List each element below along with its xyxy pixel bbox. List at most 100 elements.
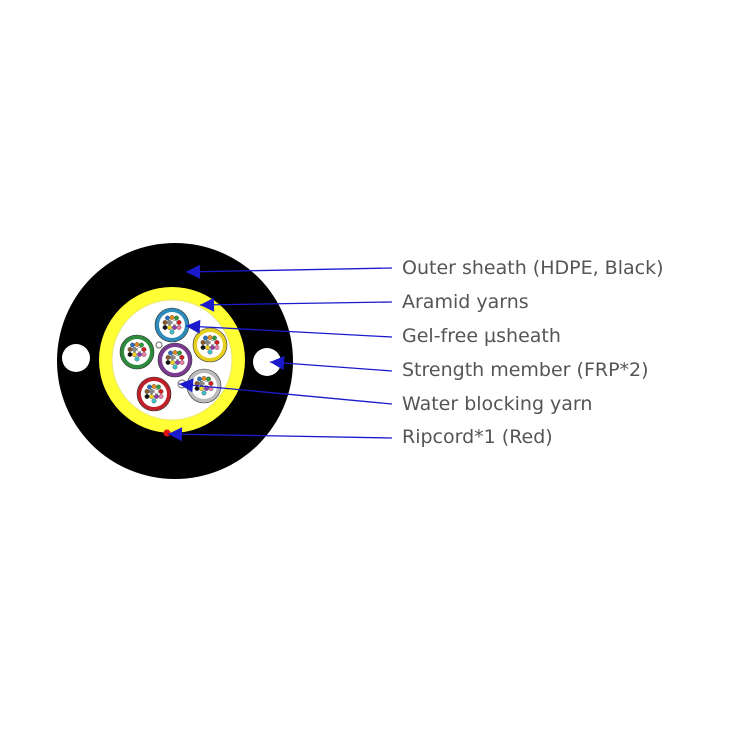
fiber [167,325,172,330]
microtube-yellow [192,327,228,363]
leader-outer-sheath [185,267,393,273]
fiber [176,320,182,325]
fiber [214,345,220,350]
fiber [174,315,179,321]
fiber [141,352,147,357]
fiber [175,360,180,365]
fiber [172,325,177,330]
fiber [169,315,175,320]
fiber [175,355,180,360]
fiber [172,364,178,370]
microtube-purple [157,342,193,378]
fiber [176,325,182,330]
fiber [207,349,213,355]
fiber [206,376,211,382]
microtube-blue [154,307,190,343]
water-blocking-yarn-2 [155,341,163,349]
fiber [199,386,204,391]
fiber [154,394,159,399]
fiber [170,360,175,365]
microtube-group [119,307,228,412]
label-strength-member: Strength member (FRP*2) [402,359,649,381]
fiber [179,360,185,365]
leader-outer-sheath-arrowhead [186,264,201,279]
fiber [179,355,185,360]
fiber [141,347,147,352]
fiber [158,394,164,399]
label-gel-free-usheath: Gel-free µsheath [402,325,561,347]
fiber [197,376,202,382]
cable-cross-section [57,243,293,479]
label-ripcord: Ripcord*1 (Red) [402,426,553,448]
label-aramid-yarns: Aramid yarns [402,291,529,313]
fiber [212,335,217,341]
fiber [167,320,172,325]
fiber [172,320,177,325]
fiber [137,347,142,352]
fiber [205,340,210,345]
fiber [134,342,140,347]
fiber [168,350,173,356]
fiber [144,389,150,394]
fiber [151,384,157,389]
fiber [201,376,207,381]
label-water-blocking-yarn: Water blocking yarn [402,393,592,415]
fiber [200,345,206,350]
leader-gel-free-usheath-arrowhead [186,319,201,334]
microtube-green [119,334,155,370]
leader-lines [167,264,393,442]
fiber [151,398,157,404]
fiber [144,394,150,399]
fiber [208,381,214,386]
fiber [210,345,215,350]
leader-aramid-yarns [199,301,393,306]
fiber [203,335,208,341]
fiber [149,389,154,394]
leader-strength-member [269,361,393,372]
fiber [177,350,182,356]
fiber [204,381,209,386]
fiber [130,342,135,348]
strength-member-right [253,348,281,376]
leader-ripcord [167,433,393,439]
leader-ripcord-arrowhead [168,427,183,442]
fiber [162,320,168,325]
fiber [132,347,137,352]
fiber [170,355,175,360]
fiber [134,356,140,362]
fiber [210,340,215,345]
fiber [165,355,171,360]
fiber [147,384,152,390]
fiber [200,340,206,345]
leader-water-blocking-yarn [178,383,393,405]
fiber [132,352,137,357]
fiber [172,350,178,355]
fiber [137,352,142,357]
fiber [149,394,154,399]
leader-water-blocking-yarn-arrowhead [179,378,194,393]
fiber [169,329,175,335]
label-outer-sheath: Outer sheath (HDPE, Black) [402,257,663,279]
fiber [214,340,220,345]
fiber [127,352,133,357]
leader-aramid-yarns-arrowhead [200,297,215,312]
strength-member-left [62,344,90,372]
fiber [207,335,213,340]
fiber [158,389,164,394]
leader-strength-member-arrowhead [270,356,285,371]
microtube-red [136,376,172,412]
fiber [127,347,133,352]
fiber [139,342,144,348]
fiber [165,315,170,321]
fiber [201,390,207,396]
fiber [156,384,161,390]
fiber [199,381,204,386]
ripcord [163,429,171,437]
fiber [205,345,210,350]
fiber [165,360,171,365]
labels: Outer sheath (HDPE, Black) Aramid yarns … [402,257,663,448]
fiber [162,325,168,330]
fiber [194,386,200,391]
leader-gel-free-usheath [185,325,393,338]
